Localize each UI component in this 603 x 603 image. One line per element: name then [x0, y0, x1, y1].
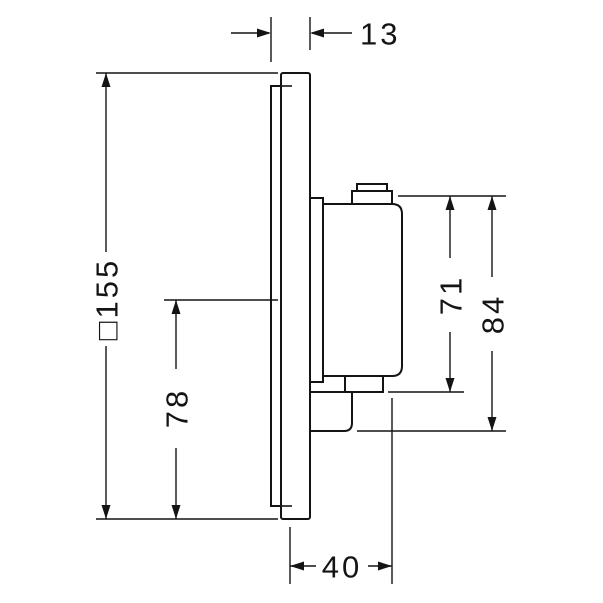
- dim-label-155: □155: [90, 258, 125, 340]
- knob-tip: [356, 183, 388, 192]
- dimension-155: □155: [90, 72, 278, 520]
- arrowhead-up: [101, 73, 111, 87]
- lower-step: [344, 375, 384, 393]
- arrowhead-down: [171, 505, 181, 519]
- arrowhead-down: [101, 505, 111, 519]
- dimension-78: 78: [160, 299, 278, 519]
- arrowhead-up: [171, 300, 181, 314]
- dim-label-40: 40: [322, 550, 362, 585]
- dim-label-84: 84: [476, 294, 511, 334]
- arrowhead-right: [378, 561, 392, 571]
- arrowhead-up: [487, 196, 497, 210]
- arrowhead-up: [445, 196, 455, 210]
- lower-block: [309, 391, 353, 432]
- dimension-13: 13: [231, 17, 400, 62]
- dimension-84: 84: [357, 196, 511, 432]
- dim-label-13: 13: [360, 17, 400, 52]
- dimension-71: 71: [388, 195, 506, 393]
- escutcheon-plate: [280, 72, 311, 520]
- handle-body: [322, 203, 403, 377]
- wall-plate-back: [270, 85, 282, 507]
- arrowhead-right: [257, 28, 271, 38]
- mounting-flange: [309, 197, 324, 383]
- plate-profile: [270, 72, 311, 520]
- arrowhead-down: [487, 417, 497, 431]
- dim-label-78: 78: [160, 388, 195, 428]
- valve-assembly: [309, 183, 403, 432]
- arrowhead-left: [310, 28, 324, 38]
- arrowhead-down: [445, 378, 455, 392]
- knob-base: [351, 190, 393, 205]
- arrowhead-left: [290, 561, 304, 571]
- dimension-40: 40: [289, 398, 393, 585]
- dim-label-71: 71: [434, 275, 469, 315]
